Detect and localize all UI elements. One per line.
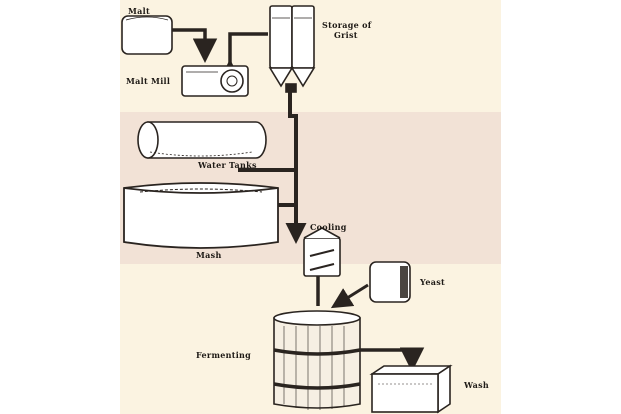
- label-storage-line1: Storage of: [322, 20, 372, 30]
- pipe-storage-to-cooling: [288, 92, 298, 232]
- grist-storage: [268, 5, 316, 93]
- mash-tun: [123, 182, 279, 249]
- label-storage-line2: Grist: [334, 30, 358, 40]
- label-malt: Malt: [128, 6, 150, 16]
- pipe-malt-to-mill: [172, 28, 218, 63]
- wash-tank: [369, 364, 453, 414]
- label-yeast: Yeast: [420, 277, 445, 287]
- pipe-fermenting-to-wash: [358, 347, 425, 372]
- pipe-yeast: [330, 283, 369, 309]
- label-mash: Mash: [196, 250, 222, 260]
- label-cooling: Cooling: [310, 222, 347, 232]
- malt-mill: [181, 65, 249, 97]
- pipe-mill-to-storage: [217, 32, 268, 84]
- fermenting-vessel: [273, 310, 361, 410]
- cooling-unit: [303, 227, 341, 277]
- label-water-tanks: Water Tanks: [198, 160, 257, 170]
- yeast-container: [369, 261, 411, 303]
- label-malt-mill: Malt Mill: [126, 76, 171, 86]
- label-fermenting: Fermenting: [196, 350, 252, 360]
- label-wash: Wash: [464, 380, 489, 390]
- pipe-network: [172, 28, 425, 372]
- malt-box: [121, 15, 173, 55]
- water-tank: [137, 121, 267, 159]
